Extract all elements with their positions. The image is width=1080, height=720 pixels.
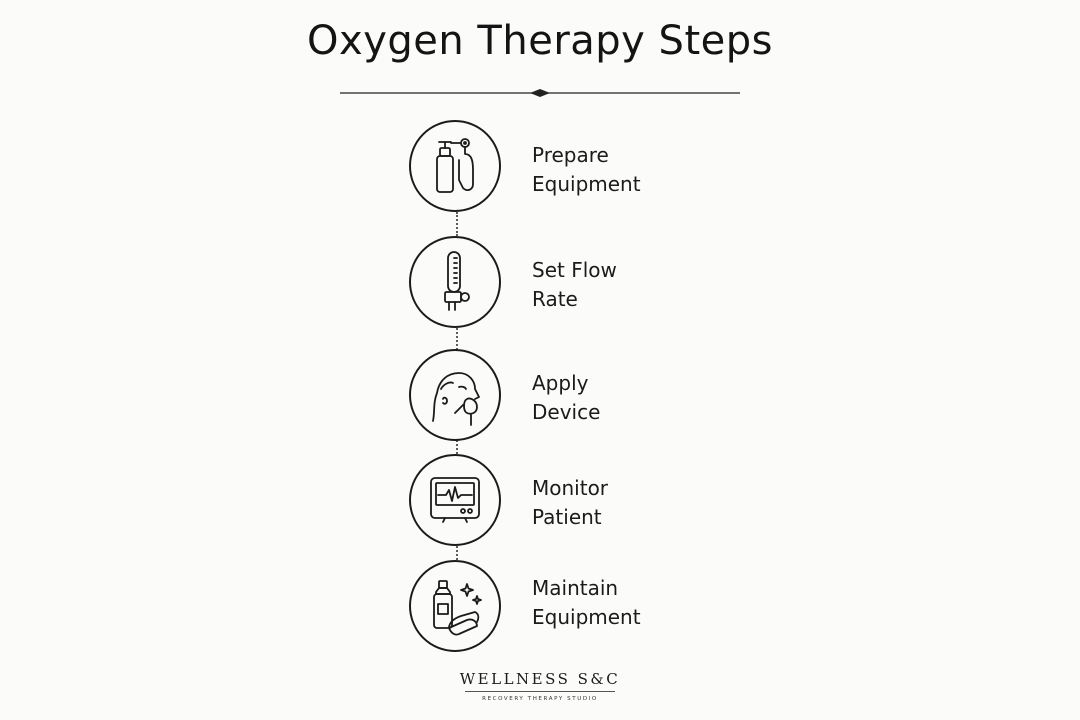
brand-divider — [465, 691, 615, 692]
step-label-line1: Monitor — [532, 476, 609, 500]
step-label: Monitor Patient — [532, 474, 608, 532]
step-label-line2: Rate — [532, 287, 578, 311]
step-label-line2: Patient — [532, 505, 602, 529]
step-connector — [456, 440, 458, 454]
step-connector — [456, 328, 458, 350]
step-label-line1: Apply — [532, 371, 589, 395]
step-label: Maintain Equipment — [532, 574, 641, 632]
step-label-line1: Set Flow — [532, 258, 617, 282]
brand-tagline: RECOVERY THERAPY STUDIO — [482, 696, 598, 702]
cleaning-supplies-icon — [409, 560, 501, 652]
face-mask-icon — [409, 349, 501, 441]
step-label-line2: Equipment — [532, 605, 641, 629]
step-label: Apply Device — [532, 369, 600, 427]
step-label: Prepare Equipment — [532, 141, 641, 199]
flowmeter-icon — [409, 236, 501, 328]
step-label-line2: Device — [532, 400, 601, 424]
step-connector — [456, 546, 458, 560]
title-divider — [340, 89, 740, 97]
brand-name: WELLNESS S&C — [459, 670, 621, 688]
step-connector — [456, 212, 458, 236]
step-label: Set Flow Rate — [532, 256, 617, 314]
step-label-line2: Equipment — [532, 172, 641, 196]
vital-monitor-icon — [409, 454, 501, 546]
page-title: Oxygen Therapy Steps — [307, 18, 773, 64]
step-label-line1: Prepare — [532, 143, 609, 167]
brand-logo: WELLNESS S&C RECOVERY THERAPY STUDIO — [440, 670, 640, 703]
step-label-line1: Maintain — [532, 576, 619, 600]
oxygen-tank-icon — [409, 120, 501, 212]
